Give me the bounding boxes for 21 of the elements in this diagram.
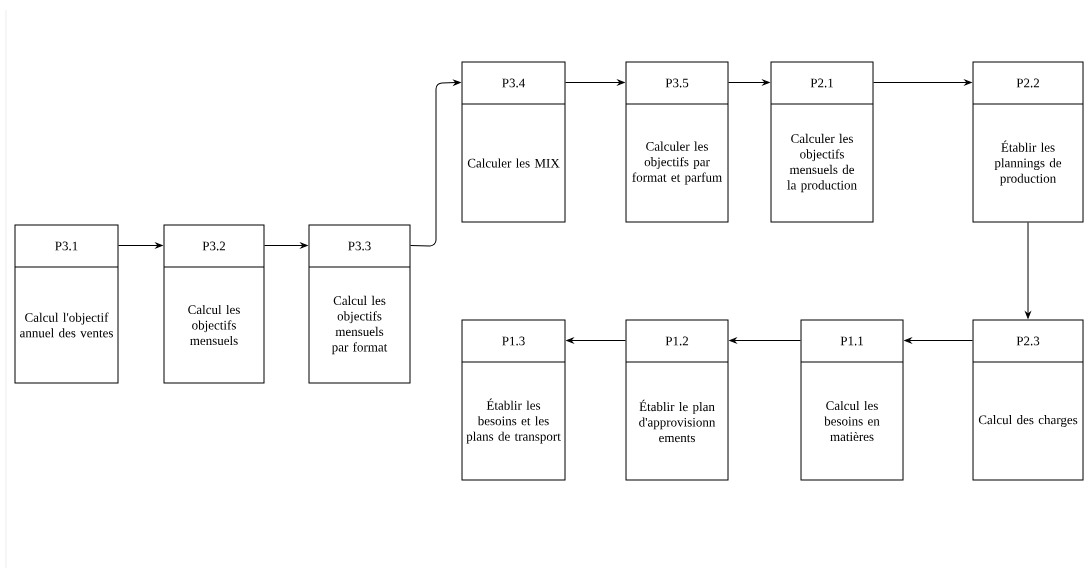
arrow — [565, 79, 625, 86]
process-box: P2.2 Établir les plannings de production — [972, 61, 1084, 223]
process-box: P1.1 Calcul les besoins en matières — [800, 319, 904, 481]
arrow — [873, 79, 972, 86]
process-box: P2.3 Calcul des charges — [972, 319, 1084, 481]
process-box: P3.4 Calculer les MIX — [461, 61, 566, 223]
process-box: P2.1 Calculer les objectifs mensuels de la production — [770, 61, 874, 223]
arrow — [904, 337, 973, 344]
arrow — [1025, 222, 1031, 319]
arrow — [729, 337, 801, 344]
arrow — [728, 79, 770, 86]
process-box: P3.3 Calcul les objectifs mensuels par format — [308, 224, 411, 384]
process-box: P3.2 Calcul les objectifs mensuels — [163, 224, 265, 384]
process-box: P3.5 Calculer les objectifs par format et parfum — [625, 61, 729, 223]
arrow — [566, 337, 626, 344]
process-box: P3.1 Calcul l'objectif annuel des ventes — [14, 224, 119, 384]
process-box: P1.3 Établir les besoins et les plans de transport — [461, 319, 566, 481]
arrow — [264, 242, 308, 249]
process-box: P1.2 Établir le plan d'approvisionn ements — [625, 319, 729, 481]
arrow — [410, 79, 461, 247]
arrow — [118, 242, 163, 249]
